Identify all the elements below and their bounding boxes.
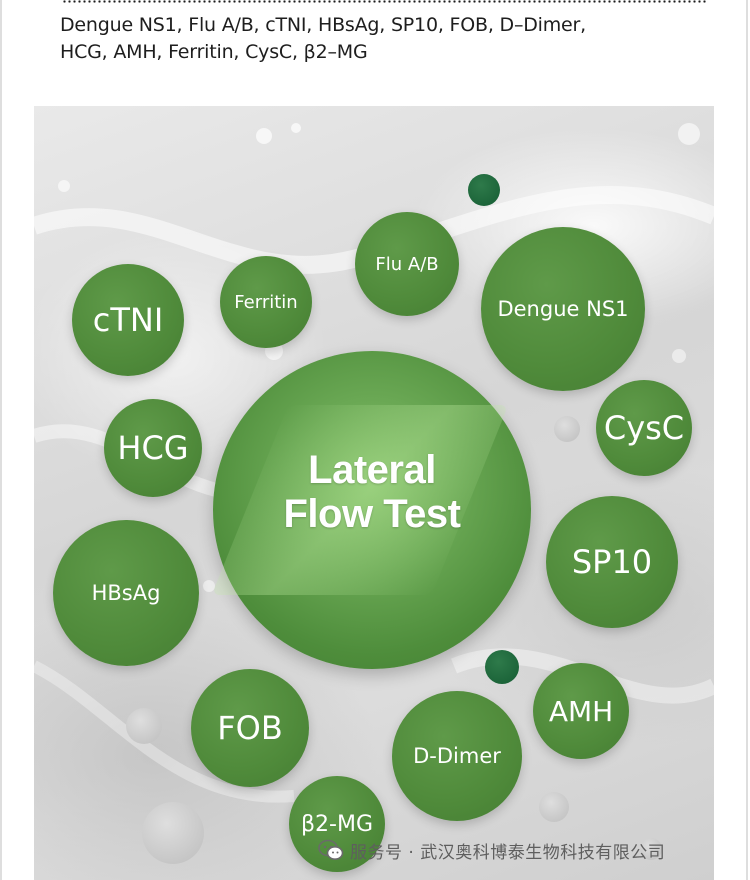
center-title-line-2: Flow Test <box>283 492 461 536</box>
bubble-label: HCG <box>117 429 189 467</box>
bubble-sp10: SP10 <box>546 496 678 628</box>
bubble-ctni: cTNI <box>72 264 184 376</box>
center-bubble <box>213 351 531 669</box>
bubble-label: CysC <box>603 409 685 447</box>
bubble-ferritin: Ferritin <box>220 256 312 348</box>
grey-dot <box>640 838 662 860</box>
intro-line-1: Dengue NS1, Flu A/B, cTNI, HBsAg, SP10, … <box>60 14 587 36</box>
bubble-flu-ab: Flu A/B <box>355 212 459 316</box>
bubble-label: cTNI <box>92 301 164 339</box>
center-title: Lateral Flow Test <box>213 448 531 536</box>
grey-dot <box>126 708 162 744</box>
center-title-line-1: Lateral <box>308 448 436 492</box>
bubble-amh: AMH <box>533 663 629 759</box>
bubble-label: Ferritin <box>234 291 298 313</box>
grey-dot <box>142 802 204 864</box>
frame-left-border <box>0 0 2 880</box>
bubble-fob: FOB <box>191 669 309 787</box>
watermark: 服务号 · 武汉奥科博泰生物科技有限公司 <box>318 836 665 864</box>
bubble-label: Flu A/B <box>375 253 439 275</box>
wechat-icon <box>318 839 344 860</box>
bubble-label: SP10 <box>571 543 653 581</box>
intro-text: Dengue NS1, Flu A/B, cTNI, HBsAg, SP10, … <box>60 12 700 66</box>
dark-green-dot <box>485 650 519 684</box>
dotted-divider <box>62 0 708 3</box>
bubble-label: β2-MG <box>300 811 373 837</box>
bubble-dengue-ns1: Dengue NS1 <box>481 227 645 391</box>
dark-green-dot <box>468 174 500 206</box>
bubble-cysc: CysC <box>596 380 692 476</box>
grey-dot <box>539 792 569 822</box>
intro-line-2: HCG, AMH, Ferritin, CysC, β2–MG <box>60 41 368 63</box>
bubble-label: FOB <box>217 709 283 747</box>
bubble-hbsag: HBsAg <box>53 520 199 666</box>
bubble-label: AMH <box>548 694 614 728</box>
bubble-hcg: HCG <box>104 399 202 497</box>
bubble-label: Dengue NS1 <box>497 297 629 321</box>
frame-right-border <box>746 0 748 880</box>
watermark-text: 服务号 · 武汉奥科博泰生物科技有限公司 <box>350 842 666 863</box>
bubble-label: D-Dimer <box>413 744 501 768</box>
bubble-label: HBsAg <box>91 581 161 605</box>
bubble-d-dimer: D-Dimer <box>392 691 522 821</box>
grey-dot <box>554 416 580 442</box>
